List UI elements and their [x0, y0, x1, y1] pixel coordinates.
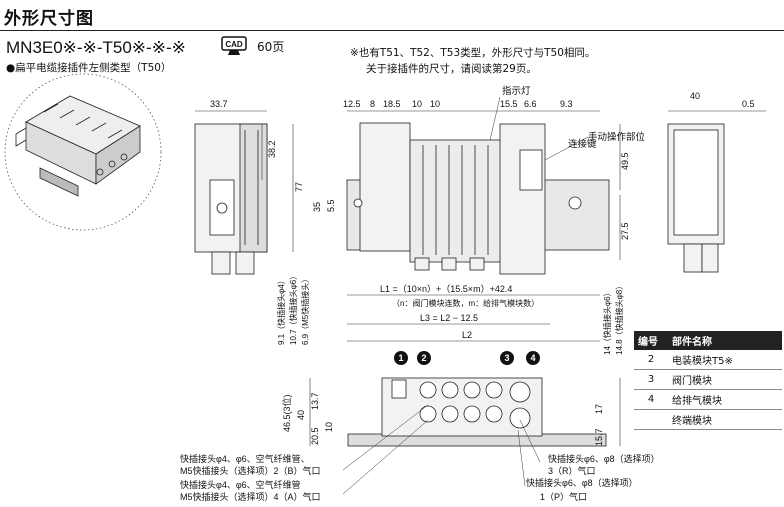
- right-view: [667, 123, 725, 273]
- cad-icon: CAD: [221, 36, 247, 55]
- dim-l1-note: （n：阀门模块连数，m：给排气模块数）: [392, 298, 539, 308]
- dim-27-5: 27.5: [620, 222, 630, 240]
- bottom-view: [347, 377, 607, 447]
- port-label-5: 快插接头φ6、φ8（选择项）: [548, 453, 660, 464]
- side-view: [194, 123, 268, 275]
- front-view: [346, 122, 610, 275]
- dim-15-7: 15.7: [594, 428, 604, 446]
- dim-49-5: 49.5: [620, 152, 630, 170]
- port-label-8: 1（P）气口: [540, 491, 587, 502]
- port-label-6: 3（R）气口: [548, 465, 596, 476]
- dim-13-7: 13.7: [310, 392, 320, 410]
- callout-manual: 手动操作部位: [588, 131, 646, 143]
- svg-text:4: 4: [530, 353, 535, 363]
- cad-page-ref: 60页: [257, 40, 285, 54]
- page-title: 外形尺寸图: [4, 9, 94, 29]
- marker-2: [417, 351, 431, 365]
- parts-header-name: 部件名称: [668, 331, 782, 350]
- dim-10a: 10: [412, 99, 422, 109]
- isometric-illustration: [4, 73, 162, 231]
- dim-v-phi6: 10.7（快插接头φ6）: [288, 272, 298, 345]
- dim-12-5: 12.5: [343, 99, 361, 109]
- dim-v-m5: 6.9（M5快插接头）: [300, 275, 310, 345]
- marker-4: [526, 351, 540, 365]
- cad-text: CAD: [225, 40, 243, 49]
- parts-header-no: 编号: [634, 331, 668, 350]
- dim-l1-formula: L1 =（10×n）+（15.5×m）+42.4: [380, 284, 512, 294]
- dim-6-6: 6.6: [524, 99, 537, 109]
- dim-0-5: 0.5: [742, 99, 755, 109]
- port-label-1: 快插接头φ4、φ6、空气纤维管、: [180, 453, 310, 464]
- dim-46-5: 46.5(3位): [281, 394, 292, 432]
- dim-33-7: 33.7: [210, 99, 228, 109]
- dim-15-5: 15.5: [500, 99, 518, 109]
- port-label-2: M5快插接头（选择项）2（B）气口: [180, 465, 321, 476]
- dim-40b: 40: [296, 410, 306, 420]
- dim-18-5: 18.5: [383, 99, 401, 109]
- note-2: 关于接插件的尺寸，请阅读第29页。: [366, 63, 537, 75]
- port-label-4: M5快插接头（选择项）4（A）气口: [180, 491, 321, 502]
- port-label-3: 快插接头φ4、φ6、空气纤维管: [180, 479, 301, 490]
- note-1: ※也有T51、T52、T53类型，外形尺寸与T50相同。: [350, 47, 596, 59]
- dim-10c: 10: [324, 422, 334, 432]
- title-rule: [0, 30, 784, 31]
- port-label-7: 快插接头φ6、φ8（选择项）: [526, 477, 638, 488]
- dim-77: 77: [294, 182, 304, 192]
- table-row: 终端模块: [634, 409, 782, 430]
- svg-text:2: 2: [421, 353, 426, 363]
- marker-3: [500, 351, 514, 365]
- svg-text:1: 1: [398, 353, 403, 363]
- dim-35: 35: [312, 202, 322, 212]
- dim-9-3: 9.3: [560, 99, 573, 109]
- callout-key-label: 连接键: [568, 139, 597, 150]
- subtitle: ●扁平电缆接插件左侧类型（T50）: [6, 62, 172, 74]
- svg-text:3: 3: [504, 353, 509, 363]
- model-code: MN3E0※-※-T50※-※-※: [6, 38, 186, 57]
- dim-38-2: 38.2: [267, 140, 277, 158]
- dim-l3: L3 = L2 − 12.5: [420, 313, 478, 323]
- dim-v-phi8r: 14.8（快插接头φ8）: [614, 282, 624, 355]
- dim-v-phi6r: 14（快插接头φ6）: [602, 288, 612, 355]
- marker-1: [394, 351, 408, 365]
- dim-17: 17: [594, 404, 604, 414]
- callout-indicator: 指示灯: [502, 85, 531, 97]
- dim-10b: 10: [430, 99, 440, 109]
- dim-40: 40: [690, 91, 700, 101]
- dim-5-5: 5.5: [326, 199, 336, 212]
- dim-20-5: 20.5: [310, 427, 320, 445]
- dim-v-phi4: 9.1（快插接头φ4）: [276, 276, 286, 345]
- dim-l2: L2: [462, 330, 472, 340]
- dim-8: 8: [370, 99, 375, 109]
- markers: 1 2 3 4: [394, 351, 540, 365]
